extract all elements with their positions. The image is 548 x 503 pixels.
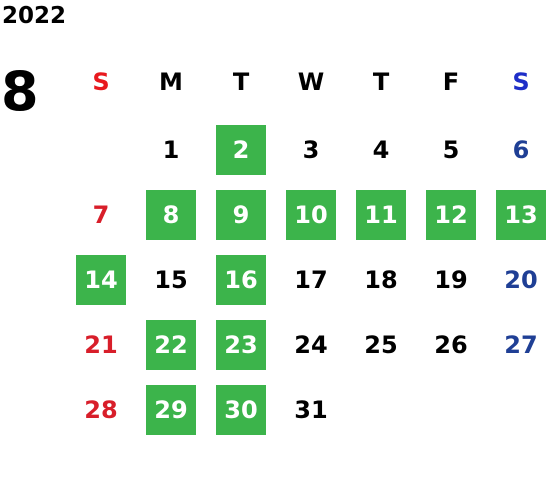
year-label: 2022	[2, 3, 67, 29]
date-cell-5[interactable]: 5	[442, 136, 460, 164]
date-cell-28[interactable]: 28	[84, 396, 118, 424]
date-cell-31[interactable]: 31	[294, 396, 328, 424]
date-cell-22[interactable]: 22	[146, 320, 196, 370]
date-cell-8[interactable]: 8	[146, 190, 196, 240]
weekday-header-3: W	[297, 68, 325, 96]
date-cell-29[interactable]: 29	[146, 385, 196, 435]
date-cell-4[interactable]: 4	[372, 136, 390, 164]
weekday-header-0: S	[92, 68, 110, 96]
date-cell-13[interactable]: 13	[496, 190, 546, 240]
date-cell-14[interactable]: 14	[76, 255, 126, 305]
date-cell-17[interactable]: 17	[294, 266, 328, 294]
date-cell-21[interactable]: 21	[84, 331, 118, 359]
weekday-header-2: T	[232, 68, 250, 96]
date-cell-2[interactable]: 2	[216, 125, 266, 175]
date-cell-18[interactable]: 18	[364, 266, 398, 294]
weekday-header-4: T	[372, 68, 390, 96]
date-cell-24[interactable]: 24	[294, 331, 328, 359]
date-cell-27[interactable]: 27	[504, 331, 538, 359]
date-cell-16[interactable]: 16	[216, 255, 266, 305]
date-cell-12[interactable]: 12	[426, 190, 476, 240]
date-cell-23[interactable]: 23	[216, 320, 266, 370]
date-cell-1[interactable]: 1	[162, 136, 180, 164]
weekday-header-1: M	[159, 68, 183, 96]
weekday-header-6: S	[512, 68, 530, 96]
weekday-header-5: F	[442, 68, 460, 96]
date-cell-11[interactable]: 11	[356, 190, 406, 240]
date-cell-19[interactable]: 19	[434, 266, 468, 294]
date-cell-7[interactable]: 7	[92, 201, 110, 229]
date-cell-10[interactable]: 10	[286, 190, 336, 240]
date-cell-9[interactable]: 9	[216, 190, 266, 240]
date-cell-25[interactable]: 25	[364, 331, 398, 359]
date-cell-20[interactable]: 20	[504, 266, 538, 294]
date-cell-15[interactable]: 15	[154, 266, 188, 294]
month-label: 8	[1, 60, 39, 123]
date-cell-6[interactable]: 6	[512, 136, 530, 164]
date-cell-26[interactable]: 26	[434, 331, 468, 359]
date-cell-30[interactable]: 30	[216, 385, 266, 435]
date-cell-3[interactable]: 3	[302, 136, 320, 164]
